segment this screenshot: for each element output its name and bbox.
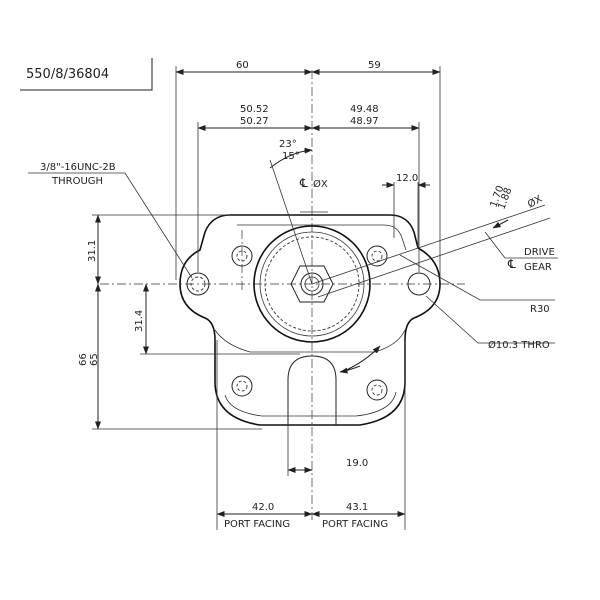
dim-42: 42.0: [252, 502, 274, 513]
thro-hole-label: Ø10.3 THRO: [488, 339, 550, 351]
dim-66: 66: [78, 353, 89, 366]
thread-spec: 3/8"-16UNC-2B: [40, 162, 116, 173]
part-number-box: 550/8/36804: [20, 58, 153, 91]
dim-31-1: 31.1: [87, 240, 98, 262]
extension-lines: [92, 66, 441, 530]
dim-top-right: 59: [368, 60, 381, 71]
dim-12: 12.0: [396, 173, 418, 184]
dimension-texts: 60 59 50.52 50.27 49.48 48.97 23° 15° 12…: [78, 60, 514, 513]
drive-bore: [253, 225, 371, 343]
dim-43: 43.1: [346, 502, 368, 513]
centerline-icon: ℄: [299, 176, 308, 190]
dim-31-4: 31.4: [134, 310, 145, 332]
gear-label: GEAR: [524, 262, 552, 273]
pump-body: [179, 211, 441, 426]
dim-mid-right-hi: 49.48: [350, 104, 379, 115]
dim-angle-lo: 15°: [282, 151, 300, 162]
bolt-holes: [186, 245, 431, 401]
drive-label: DRIVE: [524, 247, 555, 258]
center-x-label-2: ØX: [526, 193, 545, 211]
rotation-arrows: [339, 345, 381, 374]
dim-19: 19.0: [346, 458, 368, 469]
dim-mid-left-lo: 50.27: [240, 116, 269, 127]
dimension-lines: [95, 69, 551, 517]
dim-65: 65: [89, 353, 100, 366]
centerlines: [100, 70, 465, 520]
port-facing-right: PORT FACING: [322, 519, 388, 530]
dim-angle-hi: 23°: [279, 139, 297, 150]
port-facing-left: PORT FACING: [224, 519, 290, 530]
radius-label: R30: [530, 304, 550, 315]
leader-lines: [28, 172, 558, 344]
dim-mid-left-hi: 50.52: [240, 104, 269, 115]
thread-through: THROUGH: [51, 176, 103, 187]
center-x-label-1: ØX: [313, 178, 328, 190]
centerline-icon-drive: ℄: [507, 257, 516, 271]
label-texts: 3/8"-16UNC-2B THROUGH ℄ ØX ØX DRIVE ℄ GE…: [40, 162, 555, 530]
part-number: 550/8/36804: [26, 67, 109, 82]
dim-mid-right-lo: 48.97: [350, 116, 379, 127]
dim-top-left: 60: [236, 60, 249, 71]
